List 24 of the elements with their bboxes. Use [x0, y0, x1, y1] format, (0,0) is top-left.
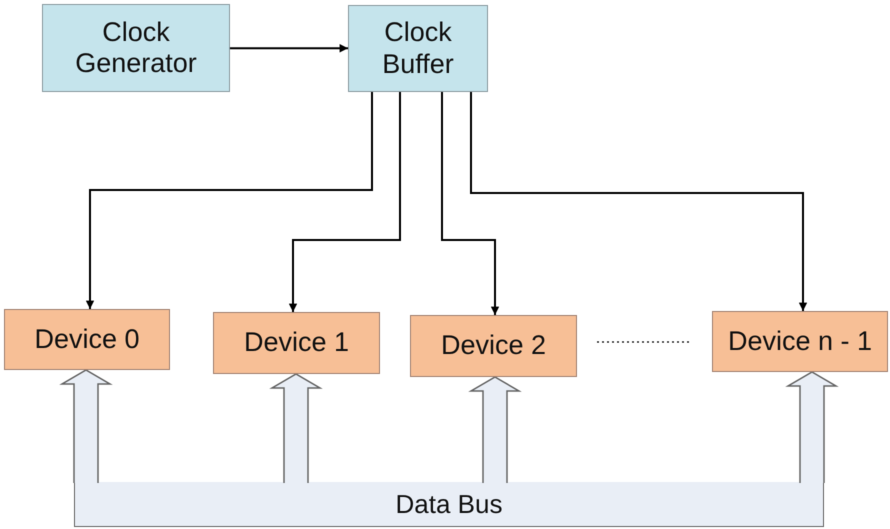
node-label: Data Bus: [396, 490, 502, 520]
node-label: Device 2: [440, 330, 546, 362]
bus-arrow: [468, 376, 522, 484]
node-label: Device 1: [244, 327, 350, 359]
bus-arrow: [59, 369, 113, 484]
generator-box: [42, 4, 230, 92]
node-label: Device 0: [34, 324, 140, 356]
node-label: Device n - 1: [728, 326, 872, 358]
node-label: Clock Generator: [74, 16, 198, 80]
arrow: [86, 92, 373, 309]
node-label: Clock Buffer: [381, 17, 455, 80]
bus-arrow: [785, 371, 839, 484]
dotted-line: [597, 341, 692, 343]
device-box: [410, 315, 577, 377]
arrow: [470, 92, 808, 311]
bus-arrow: [269, 373, 323, 484]
device-box: [4, 309, 170, 370]
arrow: [441, 92, 500, 315]
buffer-box: [348, 5, 488, 92]
device-box: [712, 311, 888, 372]
device-box: [213, 312, 380, 374]
data-bus-band: [74, 482, 824, 527]
arrow: [230, 44, 348, 52]
arrow: [288, 92, 401, 312]
